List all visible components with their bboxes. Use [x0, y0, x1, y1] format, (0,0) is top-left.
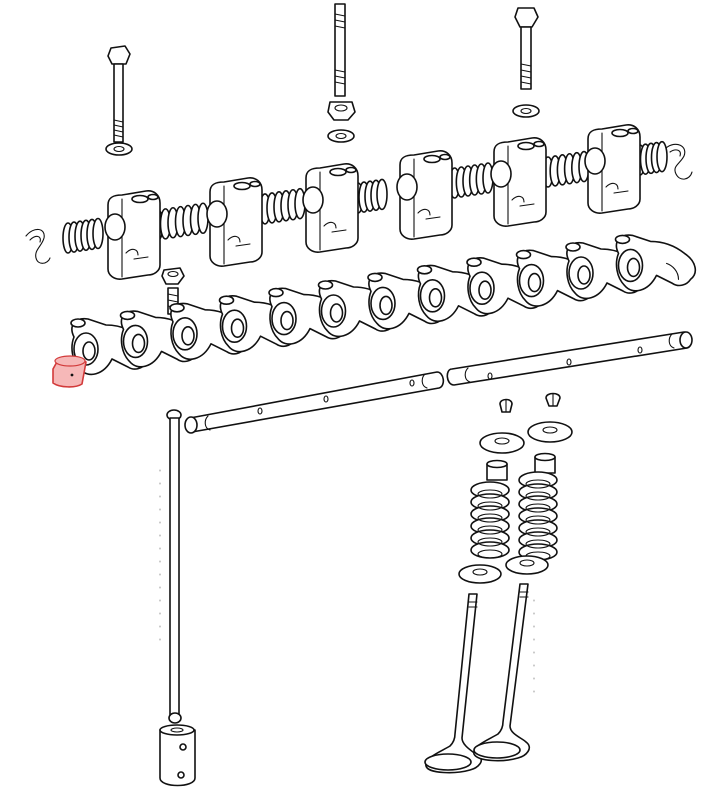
rocker-support-4: [396, 150, 453, 240]
rocker-shaft-supports: [104, 124, 641, 280]
rocker-arms: [70, 234, 697, 376]
exhaust-valve: [473, 583, 531, 762]
valve-spring-retainer-left: [479, 432, 525, 454]
valve-spring-seat-right: [505, 555, 549, 575]
rocker-arm-bushing[interactable]: [52, 355, 87, 388]
adjusting-nut: [161, 267, 185, 285]
pushrod: [166, 409, 182, 724]
valve-spring-right: [518, 471, 558, 561]
rocker-arm-12: [614, 234, 697, 292]
valve-tappet: [159, 724, 196, 787]
rocker-shaft-right: [446, 331, 693, 386]
valve-stem-seal-left: [486, 459, 508, 481]
rocker-support-3: [302, 163, 359, 253]
rocker-bolt-right: [512, 7, 540, 118]
rocker-spring-4: [352, 178, 388, 214]
rocker-spring-1: [62, 217, 104, 254]
valve-stem-seal-right: [534, 452, 556, 474]
intake-valve: [424, 593, 483, 774]
rocker-spring-3: [252, 187, 306, 226]
rocker-support-5: [490, 137, 547, 227]
valve-spring-left: [470, 481, 510, 559]
retaining-clip-left: [25, 228, 51, 264]
rocker-shaft-left: [184, 371, 445, 434]
valve-springs: [470, 471, 558, 561]
retaining-clip-right: [665, 143, 693, 180]
rocker-stud-middle: [327, 3, 356, 143]
rocker-support-6: [584, 124, 641, 214]
rocker-spring-2: [152, 202, 209, 241]
valve-keepers: [499, 392, 561, 413]
rocker-spring-6: [542, 150, 590, 188]
rocker-support-1: [104, 190, 161, 280]
rocker-bolt-left: [105, 45, 133, 156]
rocker-support-2: [206, 177, 263, 267]
valve-spring-retainer-right: [527, 421, 573, 443]
valve-spring-seat-left: [458, 564, 502, 584]
